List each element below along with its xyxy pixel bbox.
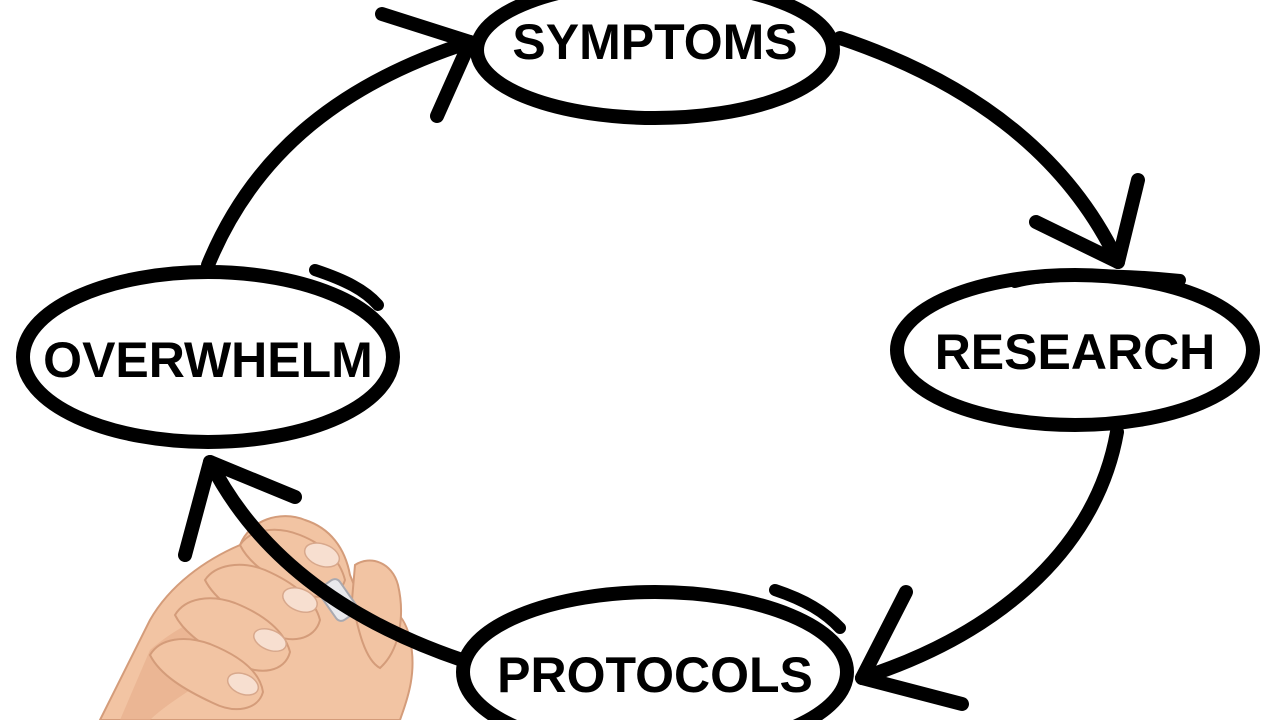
- node-research-label: RESEARCH: [935, 324, 1216, 380]
- arc-overwhelm-to-symptoms: [201, 35, 477, 272]
- node-protocols: PROTOCOLS: [456, 584, 854, 720]
- node-symptoms-outline: [470, 0, 840, 125]
- cycle-connectors: [178, 7, 1145, 711]
- node-overwhelm-label: OVERWHELM: [43, 332, 373, 388]
- node-overwhelm-outline: [16, 265, 400, 449]
- arc-research-to-protocols: [855, 425, 1124, 685]
- node-research: RESEARCH: [890, 268, 1260, 432]
- node-protocols-outline: [456, 585, 854, 720]
- node-overwhelm-overlap-stroke: [309, 264, 384, 311]
- arc-protocols-to-overwhelm: [203, 455, 469, 667]
- node-protocols-overlap-stroke: [769, 584, 846, 634]
- node-overwhelm: OVERWHELM: [16, 264, 400, 449]
- arrowhead-protocols-to-overwhelm-icon: [178, 455, 302, 562]
- arrowhead-research-to-protocols-icon: [855, 585, 969, 711]
- node-protocols-label: PROTOCOLS: [497, 647, 813, 703]
- node-symptoms: SYMPTOMS: [470, 0, 840, 125]
- node-research-overlap-stroke: [1009, 269, 1186, 288]
- node-symptoms-label: SYMPTOMS: [512, 14, 797, 70]
- arc-symptoms-to-research: [833, 31, 1125, 269]
- arrowhead-symptoms-to-research-icon: [1029, 173, 1145, 269]
- arrowhead-overwhelm-to-symptoms-icon: [375, 7, 477, 123]
